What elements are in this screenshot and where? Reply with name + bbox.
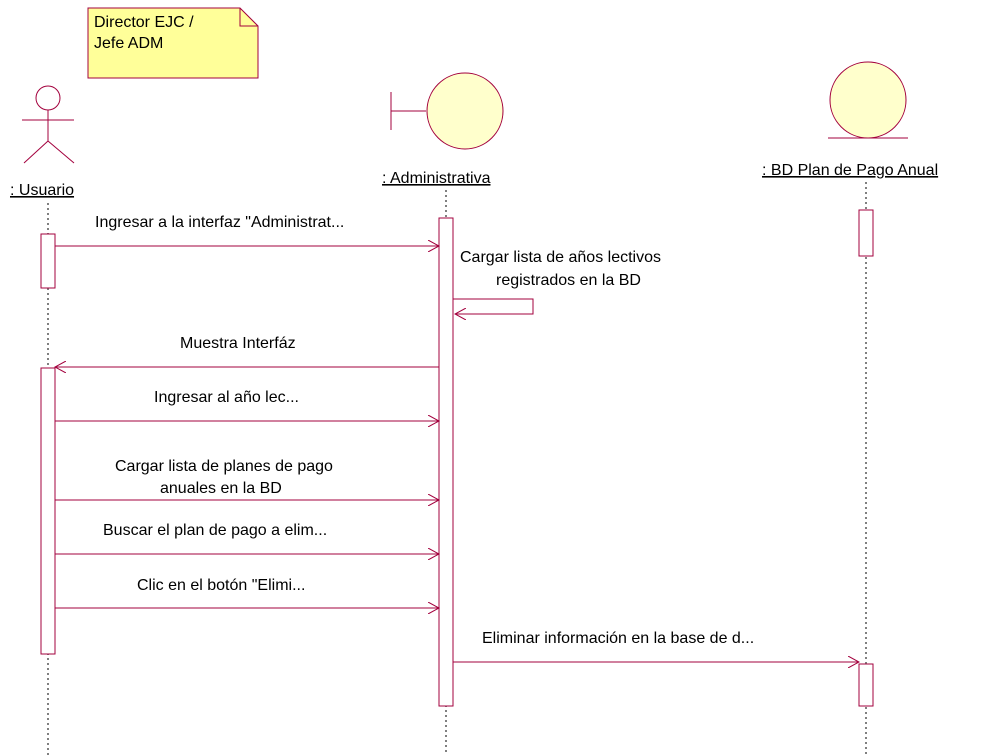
message-label: Ingresar a la interfaz "Administrat... (95, 214, 344, 231)
message-m6[interactable]: Buscar el plan de pago a elim... (55, 522, 439, 554)
message-m5[interactable]: Cargar lista de planes de pago anuales e… (55, 458, 439, 500)
message-m3[interactable]: Muestra Interfáz (55, 335, 439, 367)
boundary-icon (390, 72, 504, 150)
message-label-line-2: registrados en la BD (496, 272, 641, 289)
message-label: Muestra Interfáz (180, 335, 296, 352)
message-label-line-2: anuales en la BD (160, 480, 282, 497)
actor-icon (22, 85, 75, 164)
message-label: Clic en el botón "Elimi... (137, 577, 305, 594)
message-arrow-self (453, 298, 534, 314)
message-m8[interactable]: Eliminar información en la base de d... (453, 630, 859, 662)
message-m7[interactable]: Clic en el botón "Elimi... (55, 577, 439, 608)
message-label: Ingresar al año lec... (154, 389, 299, 406)
lifeline-administrativa[interactable]: : Administrativa (382, 72, 504, 755)
lifeline-bd[interactable]: : BD Plan de Pago Anual (762, 61, 938, 755)
lifeline-usuario[interactable]: : Usuario (10, 85, 75, 755)
lifeline-bd-label: : BD Plan de Pago Anual (762, 162, 938, 179)
note[interactable]: Director EJC / Jefe ADM (87, 7, 259, 79)
message-m1[interactable]: Ingresar a la interfaz "Administrat... (55, 214, 439, 246)
message-label-line-1: Cargar lista de años lectivos (460, 249, 661, 266)
lifeline-administrativa-label: : Administrativa (382, 170, 491, 187)
message-m4[interactable]: Ingresar al año lec... (55, 389, 439, 421)
note-line-2: Jefe ADM (94, 35, 163, 52)
message-label-line-1: Cargar lista de planes de pago (115, 458, 333, 475)
message-m2[interactable]: Cargar lista de años lectivos registrado… (453, 249, 661, 314)
activation-bd-1 (858, 209, 874, 257)
activation-usuario-2 (40, 367, 56, 655)
entity-icon (828, 61, 908, 139)
note-shape (87, 7, 259, 79)
activation-bd-2 (858, 663, 874, 707)
message-label: Buscar el plan de pago a elim... (103, 522, 327, 539)
activation-usuario-1 (40, 233, 56, 289)
lifeline-usuario-label: : Usuario (10, 182, 74, 199)
message-label: Eliminar información en la base de d... (482, 630, 754, 647)
activation-administrativa (438, 217, 454, 707)
note-line-1: Director EJC / (94, 14, 194, 31)
note-fold (239, 8, 258, 27)
